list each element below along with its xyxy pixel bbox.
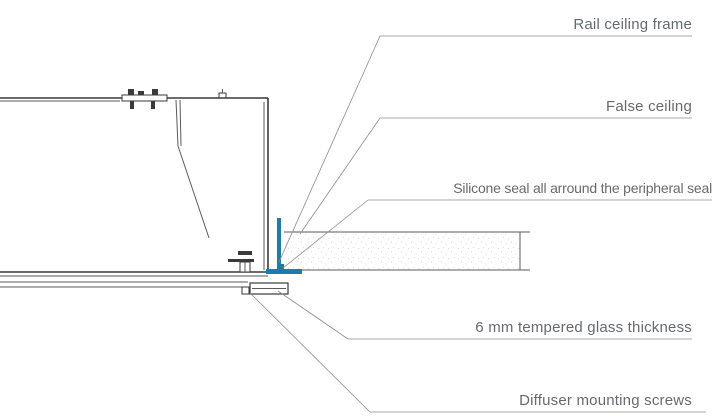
diffuser-plenum-box — [0, 97, 269, 270]
label-false-ceiling: False ceiling — [606, 98, 692, 115]
leader-lines — [249, 35, 712, 413]
rail-ceiling-frame-profile — [266, 218, 302, 274]
label-tempered-glass: 6 mm tempered glass thickness — [475, 319, 692, 336]
mounting-screw — [228, 251, 254, 295]
diffuser-base-frame — [0, 271, 268, 288]
tempered-glass-panel — [249, 282, 289, 295]
false-ceiling-board — [284, 231, 530, 271]
label-rail-ceiling-frame: Rail ceiling frame — [573, 16, 692, 33]
top-fixing-clips — [121, 89, 227, 109]
label-silicone-seal: Silicone seal all arround the peripheral… — [453, 180, 712, 196]
label-mounting-screws: Diffuser mounting screws — [519, 392, 692, 409]
